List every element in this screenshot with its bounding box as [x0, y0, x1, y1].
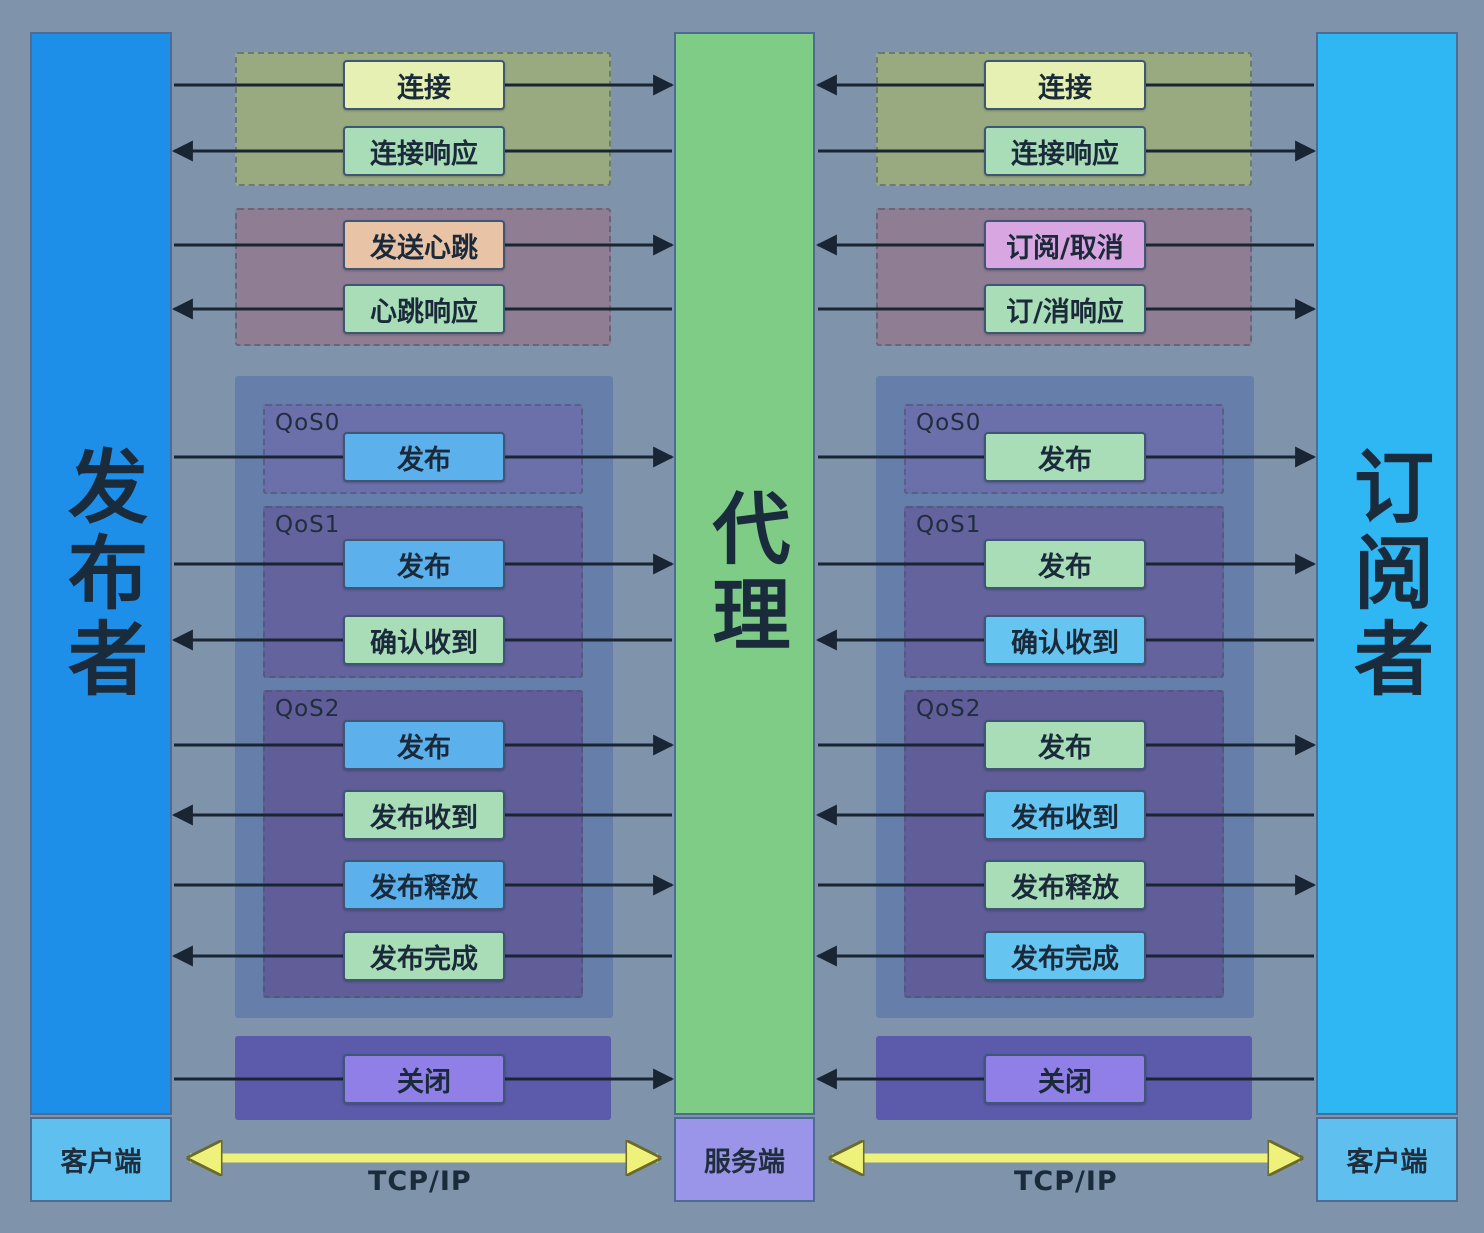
message-left-conn-0: 连接	[343, 60, 505, 110]
subscriber-title: 订阅者	[1341, 444, 1434, 703]
subscriber-footer: 客户端	[1316, 1117, 1458, 1202]
message-left-heart-0: 发送心跳	[343, 220, 505, 270]
qos-label: QoS0	[275, 410, 341, 436]
qos-label: QoS2	[916, 696, 982, 722]
broker-title: 代理	[699, 487, 790, 660]
broker-footer: 服务端	[674, 1117, 815, 1202]
qos-label: QoS1	[916, 512, 982, 538]
message-right-conn-0: 连接	[984, 60, 1146, 110]
subscriber-column: 订阅者	[1316, 32, 1458, 1115]
message-right-qos2-3: 发布完成	[984, 931, 1146, 981]
tcp-label-left: TCP/IP	[368, 1166, 472, 1197]
message-right-qos1-1: 确认收到	[984, 615, 1146, 665]
message-right-close-0: 关闭	[984, 1054, 1146, 1104]
broker-column: 代理	[674, 32, 815, 1115]
qos-label: QoS2	[275, 696, 341, 722]
message-left-qos2-3: 发布完成	[343, 931, 505, 981]
message-right-sub-0: 订阅/取消	[984, 220, 1146, 270]
message-left-qos1-0: 发布	[343, 539, 505, 589]
message-left-qos1-1: 确认收到	[343, 615, 505, 665]
message-left-qos2-2: 发布释放	[343, 860, 505, 910]
message-right-sub-1: 订/消响应	[984, 284, 1146, 334]
subscriber-footer-label: 客户端	[1346, 1147, 1428, 1178]
message-left-qos2-0: 发布	[343, 720, 505, 770]
message-left-qos0-0: 发布	[343, 432, 505, 482]
message-left-heart-1: 心跳响应	[343, 284, 505, 334]
tcp-label-right: TCP/IP	[1014, 1166, 1118, 1197]
broker-footer-label: 服务端	[704, 1147, 785, 1178]
publisher-title: 发布者	[55, 444, 148, 703]
message-left-qos2-1: 发布收到	[343, 790, 505, 840]
message-right-qos2-1: 发布收到	[984, 790, 1146, 840]
message-left-close-0: 关闭	[343, 1054, 505, 1104]
message-right-qos2-2: 发布释放	[984, 860, 1146, 910]
message-right-conn-1: 连接响应	[984, 126, 1146, 176]
qos-label: QoS1	[275, 512, 341, 538]
publisher-footer: 客户端	[30, 1117, 172, 1202]
publisher-column: 发布者	[30, 32, 172, 1115]
message-left-conn-1: 连接响应	[343, 126, 505, 176]
publisher-footer-label: 客户端	[60, 1147, 142, 1178]
message-right-qos2-0: 发布	[984, 720, 1146, 770]
qos-label: QoS0	[916, 410, 982, 436]
message-right-qos1-0: 发布	[984, 539, 1146, 589]
message-right-qos0-0: 发布	[984, 432, 1146, 482]
